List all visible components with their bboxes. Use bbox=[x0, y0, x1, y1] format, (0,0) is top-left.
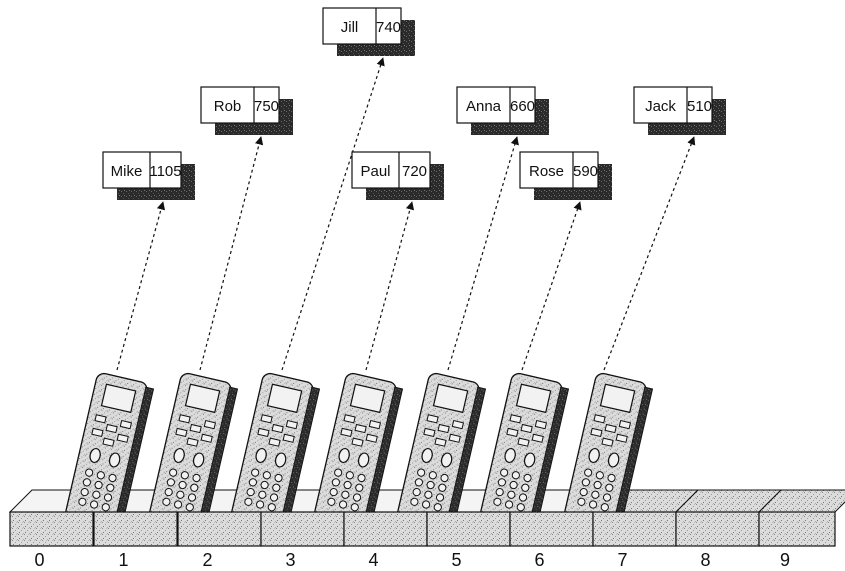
record-value: 750 bbox=[254, 98, 279, 115]
record-name: Rose bbox=[529, 163, 564, 180]
record-name: Jack bbox=[645, 98, 676, 115]
pointer-arrow bbox=[521, 201, 582, 371]
record-name: Rob bbox=[214, 98, 242, 115]
slot-index-label: 6 bbox=[534, 550, 544, 570]
record-value: 740 bbox=[376, 19, 401, 36]
pointer-arrow bbox=[281, 57, 385, 371]
slot-index-label: 1 bbox=[118, 550, 128, 570]
record-value: 720 bbox=[402, 163, 427, 180]
array-slot bbox=[675, 511, 760, 547]
slot-index-label: 2 bbox=[202, 550, 212, 570]
record-value: 510 bbox=[687, 98, 712, 115]
record-name: Anna bbox=[466, 98, 502, 115]
pointer-arrow bbox=[603, 136, 696, 371]
record-value: 1105 bbox=[149, 163, 181, 180]
slot-index-label: 9 bbox=[780, 550, 790, 570]
phones bbox=[65, 372, 654, 530]
cordless-phone-icon bbox=[149, 372, 239, 530]
pointer-arrows bbox=[116, 57, 696, 371]
pointer-arrow bbox=[447, 136, 519, 371]
cordless-phone-icon bbox=[314, 372, 404, 530]
array-slot bbox=[260, 511, 345, 547]
record-box: Jill 740 bbox=[322, 7, 415, 56]
slot-index-label: 5 bbox=[451, 550, 461, 570]
pointer-arrow bbox=[116, 201, 166, 371]
array-slot bbox=[509, 511, 594, 547]
cordless-phone-icon bbox=[231, 372, 321, 530]
array-slot bbox=[93, 511, 178, 547]
record-name: Mike bbox=[111, 163, 143, 180]
slot-index-label: 3 bbox=[285, 550, 295, 570]
array-slot bbox=[426, 511, 511, 547]
record-value: 660 bbox=[510, 98, 535, 115]
slot-index-label: 8 bbox=[700, 550, 710, 570]
record-value: 590 bbox=[573, 163, 598, 180]
record-box: Paul 720 bbox=[351, 151, 444, 200]
record-box: Mike 1105 bbox=[102, 151, 195, 200]
array-slot bbox=[177, 511, 262, 547]
record-name: Jill bbox=[341, 19, 359, 36]
pointer-arrow bbox=[199, 136, 264, 371]
slot-index-label: 4 bbox=[368, 550, 378, 570]
array-slots bbox=[9, 511, 836, 547]
slot-index-label: 7 bbox=[617, 550, 627, 570]
array-slot bbox=[758, 511, 836, 547]
array-slot bbox=[343, 511, 428, 547]
record-box: Anna 660 bbox=[456, 86, 549, 135]
cordless-phone-icon bbox=[65, 372, 155, 530]
array-slot bbox=[9, 511, 94, 547]
record-box: Rob 750 bbox=[200, 86, 293, 135]
cordless-phone-icon bbox=[397, 372, 487, 530]
cordless-phone-icon bbox=[480, 372, 570, 530]
pointer-arrow bbox=[365, 201, 415, 371]
slot-index-label: 0 bbox=[34, 550, 44, 570]
record-name: Paul bbox=[360, 163, 390, 180]
record-box: Rose 590 bbox=[519, 151, 612, 200]
array-slot bbox=[592, 511, 677, 547]
slot-indices: 0 1 2 3 4 5 6 7 8 9 bbox=[34, 550, 790, 570]
record-box: Jack 510 bbox=[633, 86, 726, 135]
